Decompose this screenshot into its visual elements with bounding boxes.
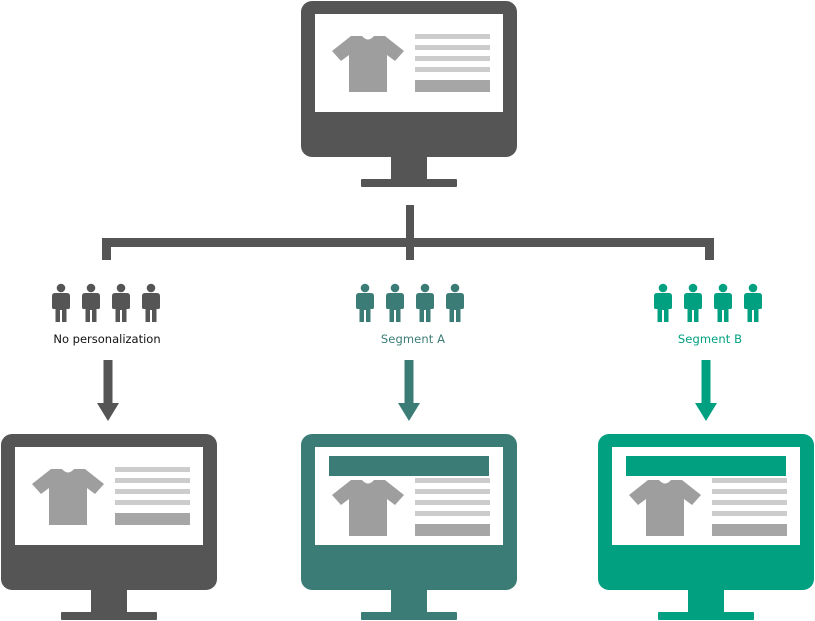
cta-block — [415, 524, 490, 536]
arrow-down-icon — [695, 360, 717, 421]
text-line — [415, 45, 490, 50]
person-icon — [446, 283, 464, 322]
arrow-shaft — [103, 360, 113, 405]
person-icon — [416, 283, 434, 322]
text-line — [115, 478, 190, 483]
source-monitor-icon — [301, 1, 517, 187]
person-icon — [52, 283, 70, 322]
monitor-neck — [391, 590, 427, 614]
arrow-down-icon — [97, 360, 119, 421]
monitor-icon-segment-b — [598, 434, 814, 620]
monitor-base — [61, 612, 157, 620]
people-group-segment-b — [654, 283, 762, 322]
arrow-shaft — [701, 360, 711, 405]
monitor-base — [361, 612, 457, 620]
text-line — [712, 478, 787, 483]
text-line — [115, 500, 190, 505]
people-group-no-personalization — [52, 283, 160, 322]
cta-block — [712, 524, 787, 536]
person-icon — [142, 283, 160, 322]
monitor-neck — [391, 157, 427, 181]
monitor-icon-no-personalization — [1, 434, 217, 620]
arrow-shaft — [404, 360, 414, 405]
connector-branch-center — [406, 238, 414, 260]
arrow-head — [398, 403, 420, 421]
personalized-banner — [329, 456, 489, 476]
text-line — [115, 467, 190, 472]
arrow-down-icon — [398, 360, 420, 421]
label-segment-a: Segment A — [380, 332, 446, 346]
text-line — [115, 489, 190, 494]
text-line — [415, 500, 490, 505]
text-line — [415, 34, 490, 39]
person-icon — [684, 283, 702, 322]
connector-trunk — [406, 205, 414, 250]
text-line — [712, 489, 787, 494]
monitor-base — [361, 179, 457, 187]
label-no-personalization: No personalization — [53, 332, 161, 346]
monitor-base — [658, 612, 754, 620]
person-icon — [82, 283, 100, 322]
monitor-neck — [688, 590, 724, 614]
connector-branch-right — [705, 238, 714, 260]
cta-block — [115, 513, 190, 525]
connector-branch-left — [102, 238, 111, 260]
arrow-head — [695, 403, 717, 421]
person-icon — [654, 283, 672, 322]
text-line — [415, 478, 490, 483]
cta-block — [415, 80, 490, 92]
connector-lines — [102, 205, 714, 260]
monitor-neck — [91, 590, 127, 614]
monitor-icon-segment-a — [301, 434, 517, 620]
people-group-segment-a — [356, 283, 464, 322]
personalized-banner — [626, 456, 786, 476]
text-line — [712, 511, 787, 516]
monitor-screen — [15, 447, 203, 545]
person-icon — [112, 283, 130, 322]
person-icon — [386, 283, 404, 322]
monitor-screen — [315, 14, 503, 112]
person-icon — [356, 283, 374, 322]
text-line — [415, 489, 490, 494]
text-line — [415, 67, 490, 72]
text-line — [712, 500, 787, 505]
label-segment-b: Segment B — [677, 332, 743, 346]
text-line — [415, 56, 490, 61]
person-icon — [744, 283, 762, 322]
arrow-head — [97, 403, 119, 421]
person-icon — [714, 283, 732, 322]
text-line — [415, 511, 490, 516]
